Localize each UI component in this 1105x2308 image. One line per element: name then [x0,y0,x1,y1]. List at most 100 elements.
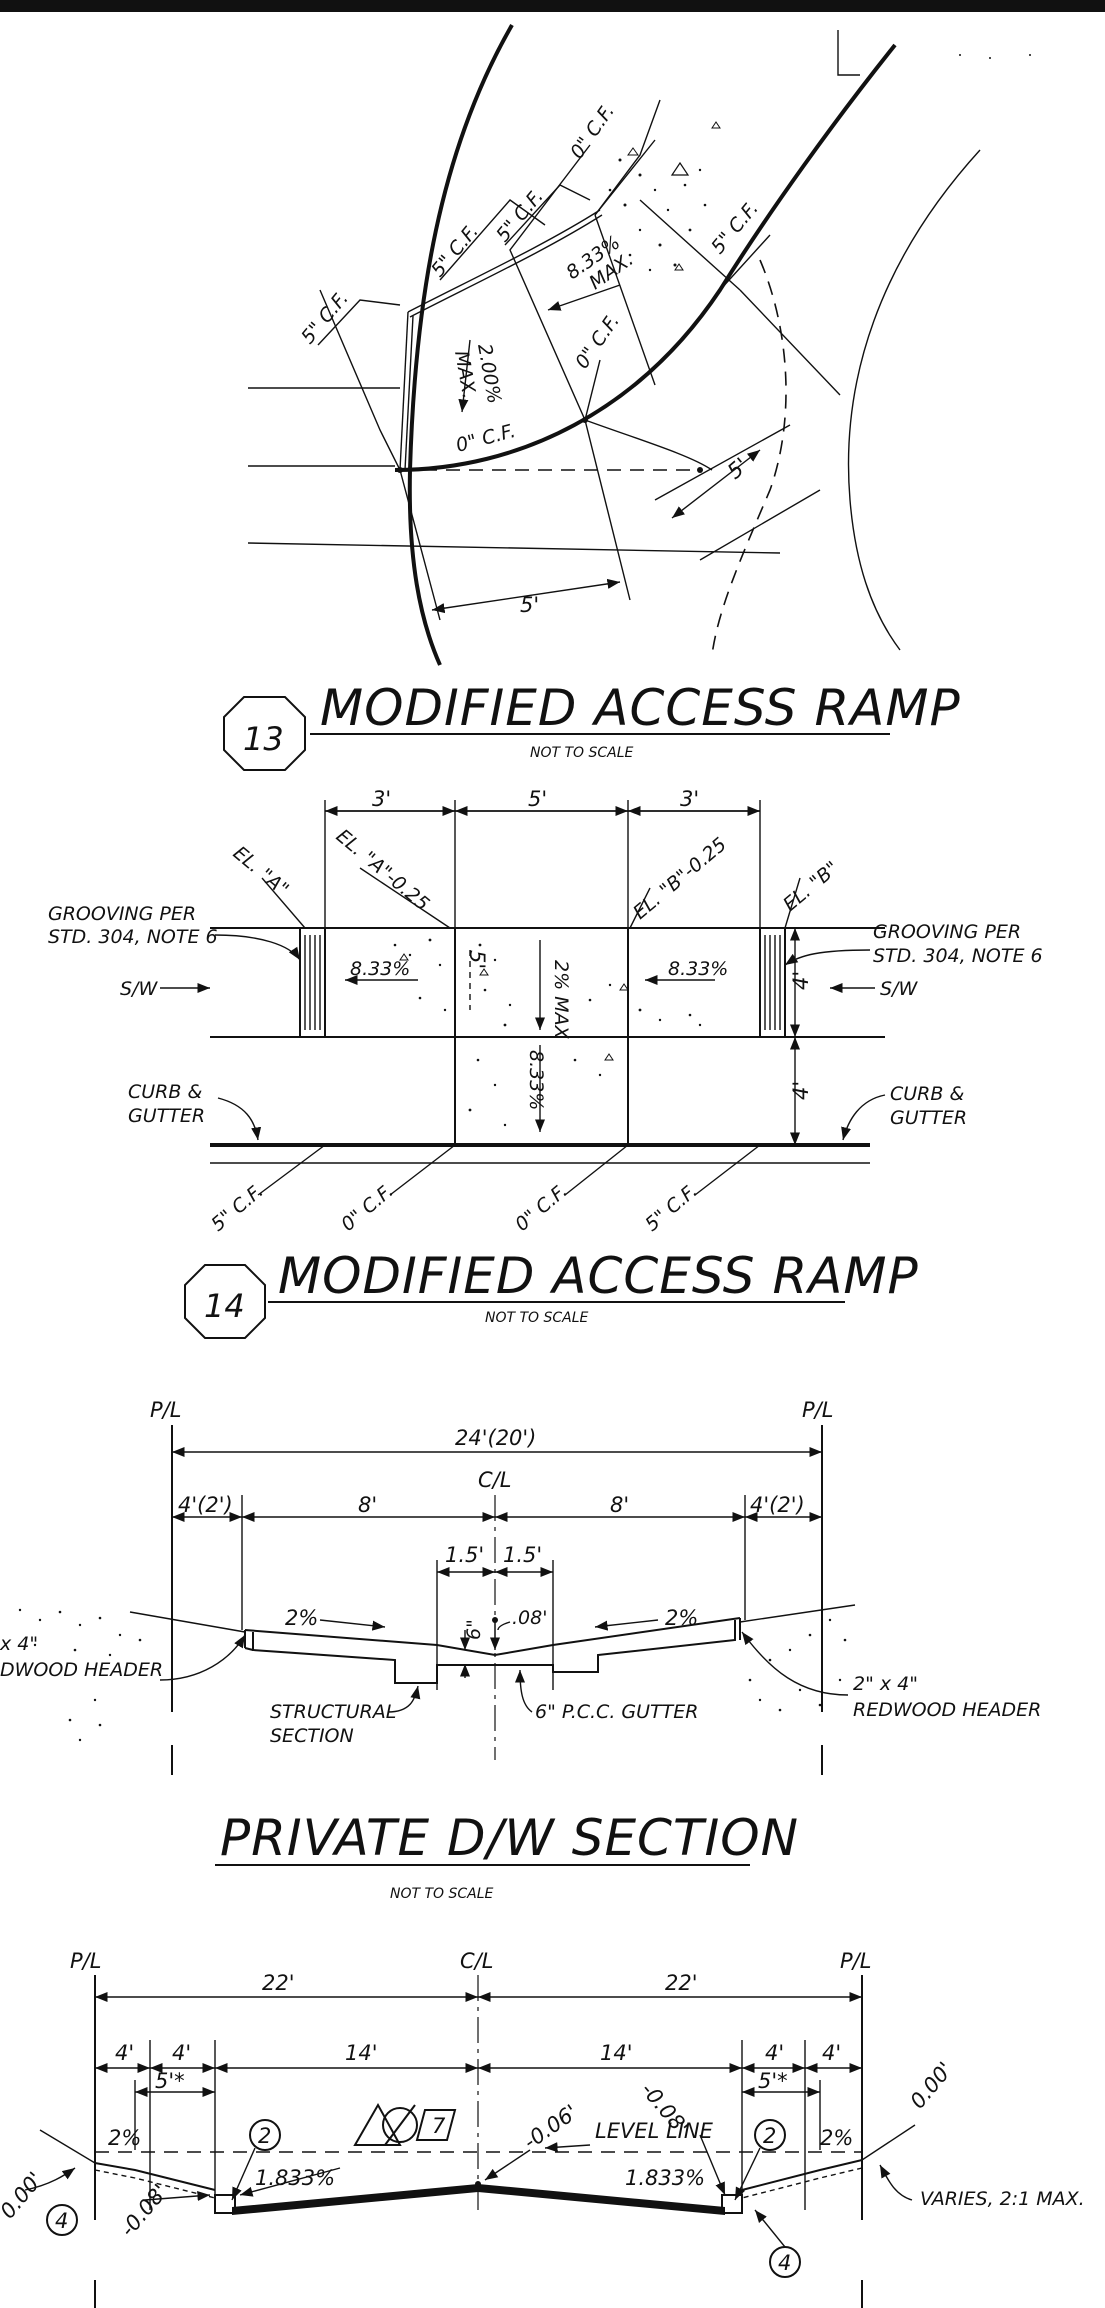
grooving-note-right-2: STD. 304, NOTE 6 [873,945,1043,967]
road-section: P/L P/L C/L 22' 22' 4' 4' 14' 14' 4' 4' [0,1949,1085,2308]
pl-right: P/L [802,1398,833,1422]
cf-5-b: 5" C.F. [641,1180,702,1236]
dim-4-b: 4' [172,2041,191,2065]
sw-left: S/W [120,978,158,1000]
title-private-dw: PRIVATE D/W SECTION [220,1809,799,1867]
structural-1: STRUCTURAL [270,1701,396,1723]
half-width-right: 22' [665,1971,698,1995]
starred-5-left: 5'* [155,2069,185,2093]
header-right-1: 2" x 4" [853,1673,918,1695]
el-a: EL. "A" [229,842,293,901]
cf-0-a: 0" C.F. [337,1180,398,1236]
cf-0-b: 0" C.F. [511,1180,572,1236]
elev-000-left: 0.00' [0,2168,48,2224]
callout-7-text: 7 [432,2114,446,2138]
slope-2-left: 2% [285,1606,318,1630]
dim-3-left: 3' [372,787,391,811]
cf-label-mid: 0" C.F. [571,311,624,373]
slope-lower-833: 8.33% [525,1050,547,1110]
callout-2-right [754,2119,786,2151]
dim-3-right: 3' [680,787,699,811]
elev-008-left: -0.08' [115,2180,172,2241]
subtitle-13: NOT TO SCALE [530,745,634,761]
level-line-label: LEVEL LINE [595,2119,714,2143]
dim-5-vertical: 5' [465,950,489,969]
dim-5-bottom: 5' [520,593,539,617]
el-b-minus: EL. "B"-0.25 [629,833,731,923]
dim-4-lower: 4' [789,1081,813,1100]
detail-14-title: 14 MODIFIED ACCESS RAMP NOT TO SCALE [184,1247,919,1339]
header-left-1: x 4" [0,1633,38,1655]
dim-8-right: 8' [610,1493,629,1517]
callout-4-left-text: 4 [55,2209,68,2233]
edge-arc-right [847,149,981,651]
grooving-right [759,927,786,1038]
grooving-note-left-2: STD. 304, NOTE 6 [48,926,218,948]
detail-number-badge-13 [223,696,306,771]
callout-2-right-text: 2 [763,2124,776,2148]
pl-right-2: P/L [840,1949,871,1973]
header-left-2: DWOOD HEADER [0,1659,163,1681]
cf-label-left: 5" C.F. [297,288,353,349]
subtitle-private-dw: NOT TO SCALE [390,1886,494,1902]
subtitle-14: NOT TO SCALE [485,1310,589,1326]
cf-label-top: 0" C.F. [566,101,619,163]
slope-2-left-road: 2% [108,2126,141,2150]
callout-2-left-text: 2 [258,2124,271,2148]
detail-13-title: 13 MODIFIED ACCESS RAMP NOT TO SCALE [223,679,961,771]
callout-2-left [249,2119,281,2151]
grooving-note-right-1: GROOVING PER [873,921,1021,943]
overall-width: 24'(20') [455,1426,536,1450]
revision-triangle [353,2102,402,2146]
cl-label-2: C/L [460,1949,493,1973]
private-dw-section: P/L P/L 24'(20') C/L 4'(2') 8' 8' 4'(2')… [0,1398,1041,1775]
dim-5-right: 5' [723,453,753,484]
depth-6in: 6" [463,1619,485,1640]
grooving-note-left-1: GROOVING PER [48,903,196,925]
dim-14-right: 14' [600,2041,633,2065]
slope-center-2max: 2% MAX [550,960,572,1040]
sw-right: S/W [880,978,918,1000]
dim-4-a: 4' [115,2041,134,2065]
varies-label: VARIES, 2:1 MAX. [920,2188,1085,2210]
title-14: MODIFIED ACCESS RAMP [278,1247,919,1305]
slope-1833-right: 1.833% [625,2166,705,2190]
curb-arc-left [407,24,514,666]
pl-left: P/L [150,1398,181,1422]
slope-2-right: 2% [665,1606,698,1630]
curb-gutter-right-1: CURB & [890,1083,964,1105]
cl-label: C/L [478,1468,511,1492]
curb-gutter-right-2: GUTTER [890,1107,967,1129]
structural-2: SECTION [270,1725,354,1747]
dim-4-c: 4' [765,2041,784,2065]
header-right-2: REDWOOD HEADER [853,1699,1041,1721]
dashed-arc [711,259,787,656]
concrete-stipple-14 [393,938,702,1127]
callout-4-right-text: 4 [778,2251,791,2275]
dim-4-d: 4' [822,2041,841,2065]
earth-stipple [18,1608,847,1742]
drop-08: .08' [512,1607,547,1629]
cf-label-right: 5" C.F. [707,198,763,259]
curb-gutter-left-1: CURB & [128,1081,202,1103]
detail-number-badge-14 [184,1264,266,1339]
gutter-label: 6" P.C.C. GUTTER [535,1701,698,1723]
el-b: EL. "B" [779,857,843,916]
dim-4-2-left: 4'(2') [178,1493,233,1517]
pavement-section [232,2184,725,2215]
dim-15-right: 1.5' [503,1543,542,1567]
curb-arc-right [394,43,897,472]
dim-15-left: 1.5' [445,1543,484,1567]
pl-left-2: P/L [70,1949,101,1973]
dim-4-upper: 4' [789,971,813,990]
half-width-left: 22' [262,1971,295,1995]
private-dw-title: PRIVATE D/W SECTION NOT TO SCALE [215,1809,799,1902]
detail-number-14: 14 [204,1287,245,1325]
cf-5-a: 5" C.F. [207,1180,268,1236]
detail-14-plan: 3' 5' 3' 4' [48,787,1043,1236]
slope-left-833: 8.33% [350,958,410,980]
curb-gutter-left-2: GUTTER [128,1105,205,1127]
title-13: MODIFIED ACCESS RAMP [320,679,961,737]
slope-right-833: 8.33% [668,958,728,980]
